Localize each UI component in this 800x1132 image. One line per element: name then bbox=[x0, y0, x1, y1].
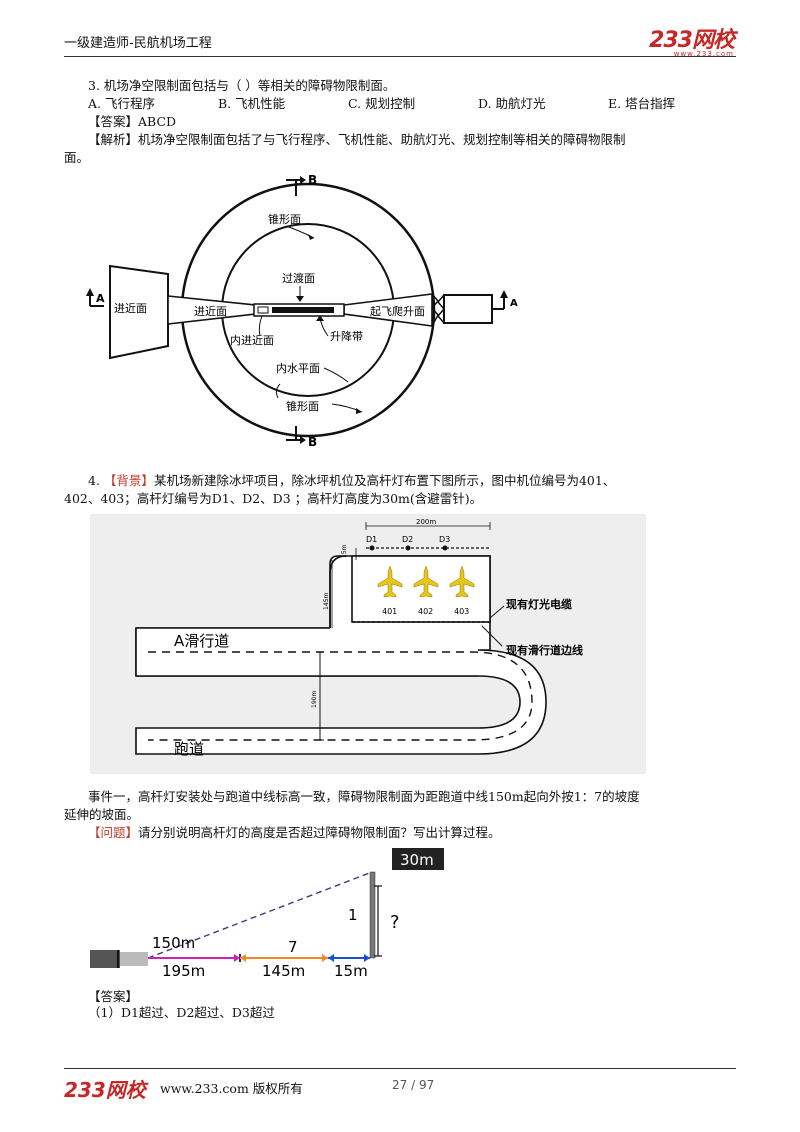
light-d3-label: D3 bbox=[439, 535, 450, 544]
transition-label: 过渡面 bbox=[282, 271, 315, 285]
slope-calculation-diagram: 30m 150m 195m 7 145m 15m 1 ? bbox=[90, 848, 444, 980]
takeoff-label: 起飞爬升面 bbox=[370, 305, 425, 318]
q4-line2: 402、403；高杆灯编号为D1、D2、D3 ；高杆灯高度为30m(含避雷针)。 bbox=[64, 491, 483, 506]
q3-stem: 3. 机场净空限制面包括与（ ）等相关的障碍物限制面。 bbox=[88, 78, 396, 93]
footer-url: www.233.com 版权所有 bbox=[160, 1081, 303, 1096]
aircraft-403-icon bbox=[449, 565, 475, 598]
inner-horizontal-label: 内水平面 bbox=[276, 361, 320, 375]
strip-label: 升降带 bbox=[330, 329, 363, 343]
background-tag: 【背景】 bbox=[103, 473, 154, 488]
section-b-bottom-label: B bbox=[308, 435, 317, 449]
ratio-v-label: 1 bbox=[348, 906, 358, 924]
brand-logo: 233网校 www.233.com bbox=[649, 28, 735, 58]
section-b-top-label: B bbox=[308, 173, 317, 187]
event-line1: 事件一，高杆灯安装处与跑道中线标高一致，障碍物限制面为距跑道中线150m起向外按… bbox=[88, 789, 640, 804]
footer-divider bbox=[64, 1068, 736, 1069]
q3-option-c: C. 规划控制 bbox=[348, 96, 416, 111]
question-tag: 【问题】 bbox=[88, 825, 139, 840]
unknown-height-label: ? bbox=[390, 912, 400, 933]
inner-approach-label: 内进近面 bbox=[230, 333, 274, 347]
dim-190-label: 190m bbox=[311, 691, 318, 708]
section-a-right-label: A bbox=[510, 298, 518, 309]
taxiway-a-label: A滑行道 bbox=[174, 632, 229, 650]
d195-label: 195m bbox=[162, 962, 205, 980]
dim-145-label: 145m bbox=[323, 593, 330, 610]
q4-line1: 4. 【背景】某机场新建除冰坪项目，除冰坪机位及高杆灯布置下图所示，图中机位编号… bbox=[88, 473, 616, 488]
header-divider bbox=[64, 56, 736, 57]
q3-analysis-1: 【解析】机场净空限制面包括了与飞行程序、飞机性能、助航灯光、规划控制等相关的障碍… bbox=[88, 132, 626, 147]
event-line2: 延伸的坡面。 bbox=[64, 807, 140, 822]
page-number: 27 / 97 bbox=[392, 1078, 435, 1092]
answer-label: 【答案】 bbox=[88, 989, 139, 1004]
section-a-left-label: A bbox=[96, 292, 105, 305]
light-d1-label: D1 bbox=[366, 535, 377, 544]
cone-top-label: 锥形面 bbox=[268, 213, 301, 226]
q3-option-a: A. 飞行程序 bbox=[88, 96, 155, 111]
aircraft-401-icon bbox=[377, 565, 403, 598]
q3-option-b: B. 飞机性能 bbox=[218, 96, 286, 111]
light-d2-label: D2 bbox=[402, 535, 413, 544]
approach-outer-label: 进近面 bbox=[114, 302, 147, 315]
question-line: 【问题】请分别说明高杆灯的高度是否超过障碍物限制面？写出计算过程。 bbox=[88, 825, 501, 840]
dim-200-label: 200m bbox=[416, 518, 436, 526]
approach-label: 进近面 bbox=[194, 305, 227, 318]
header-title: 一级建造师-民航机场工程 bbox=[64, 36, 212, 51]
runway-label: 跑道 bbox=[174, 740, 204, 758]
q3-answer: 【答案】ABCD bbox=[88, 114, 177, 129]
obstacle-surfaces-diagram: B B A A 锥形面 过渡面 进近面 进近面 起飞爬升面 内进近面 升降带 内… bbox=[86, 173, 518, 449]
q3-option-d: D. 助航灯光 bbox=[478, 96, 546, 111]
q3-analysis-2: 面。 bbox=[64, 150, 90, 165]
aircraft-402-icon bbox=[413, 565, 439, 598]
edge-label: 现有滑行道边线 bbox=[506, 643, 583, 657]
stand-401-label: 401 bbox=[382, 607, 397, 616]
cable-label: 现有灯光电缆 bbox=[506, 597, 572, 611]
stand-403-label: 403 bbox=[454, 607, 469, 616]
deicing-pad-layout: 200m D1 D2 D3 15m 145m 190m 401 402 403 … bbox=[90, 514, 646, 774]
d150-label: 150m bbox=[152, 934, 195, 952]
footer-logo: 233网校 bbox=[64, 1078, 146, 1102]
dim-15-label: 15m bbox=[341, 544, 348, 558]
cone-bottom-label: 锥形面 bbox=[286, 400, 319, 413]
d15-label: 15m bbox=[334, 962, 368, 980]
q3-option-e: E. 塔台指挥 bbox=[608, 96, 676, 111]
height-box-label: 30m bbox=[400, 851, 434, 869]
answer-line1: （1）D1超过、D2超过、D3超过 bbox=[88, 1005, 275, 1020]
d145-label: 145m bbox=[262, 962, 305, 980]
ratio-h-label: 7 bbox=[288, 938, 298, 956]
stand-402-label: 402 bbox=[418, 607, 433, 616]
